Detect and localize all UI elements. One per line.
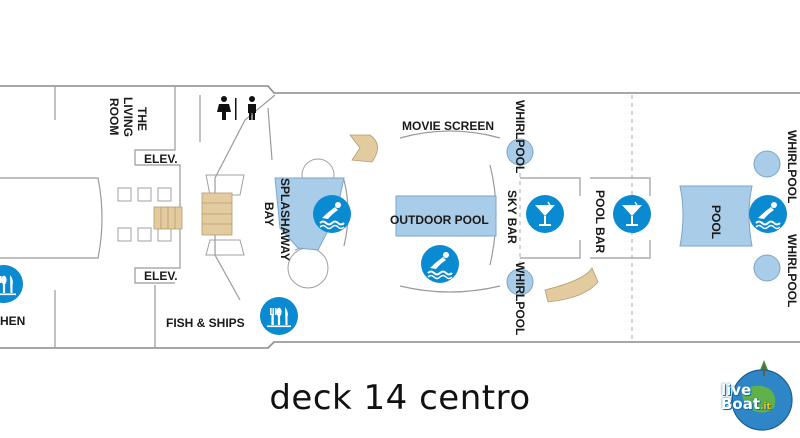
movie-screen-label: MOVIE SCREEN [402,119,494,133]
whirlpool-top-label: WHIRLPOOL [513,100,527,173]
whirlpool-right-bottom [753,254,781,282]
whirlpool-sky-bottom [506,268,534,296]
whirlpool-right-bottom-label: WHIRLPOOL [785,234,799,307]
fish-ships-label: FISH & SHIPS [166,316,245,330]
pool-label: POOL [709,205,723,239]
liveboat-logo [731,360,793,431]
splashaway-label-2: BAY [262,202,276,226]
whirlpool-right-top-label: WHIRLPOOL [785,130,799,203]
whirlpool-right-top [753,150,781,178]
pool-bar-label: POOL BAR [593,190,607,253]
deck-caption: deck 14 centro [269,378,531,418]
sky-bar-cocktail-icon [525,194,565,234]
splashaway-swimmer-icon [312,194,352,234]
sky-bar-label: SKY BAR [505,190,519,244]
elevator-bottom-label: ELEV. [144,269,178,283]
restroom-icon [217,96,256,120]
living-room-label-3: ROOM [107,98,121,135]
whirlpool-sky-top [506,138,534,166]
pool-bar-cocktail-icon [612,194,652,234]
main-pool-water [679,185,753,247]
outdoor-pool-label: OUTDOOR POOL [390,213,489,227]
whirlpool-bottom-label: WHIRLPOOL [513,262,527,335]
kitchen-label: HEN [0,314,25,328]
living-room-label-1: THE [135,107,149,131]
splashaway-label-1: SPLASHAWAY [278,178,292,261]
kitchen-cutlery-icon [0,265,23,303]
pool-swimmer-icon [748,194,788,234]
hull-outline [0,85,800,349]
living-room-label-2: LIVING [121,97,135,137]
outdoor-pool-swimmer-icon [420,244,460,284]
fish-ships-cutlery-icon [260,297,298,335]
elevator-top-label: ELEV. [144,152,178,166]
outdoor-pool-water [395,195,497,237]
liveboat-logo-text: live Boat.it [721,381,771,413]
stairs-icon [153,134,599,303]
